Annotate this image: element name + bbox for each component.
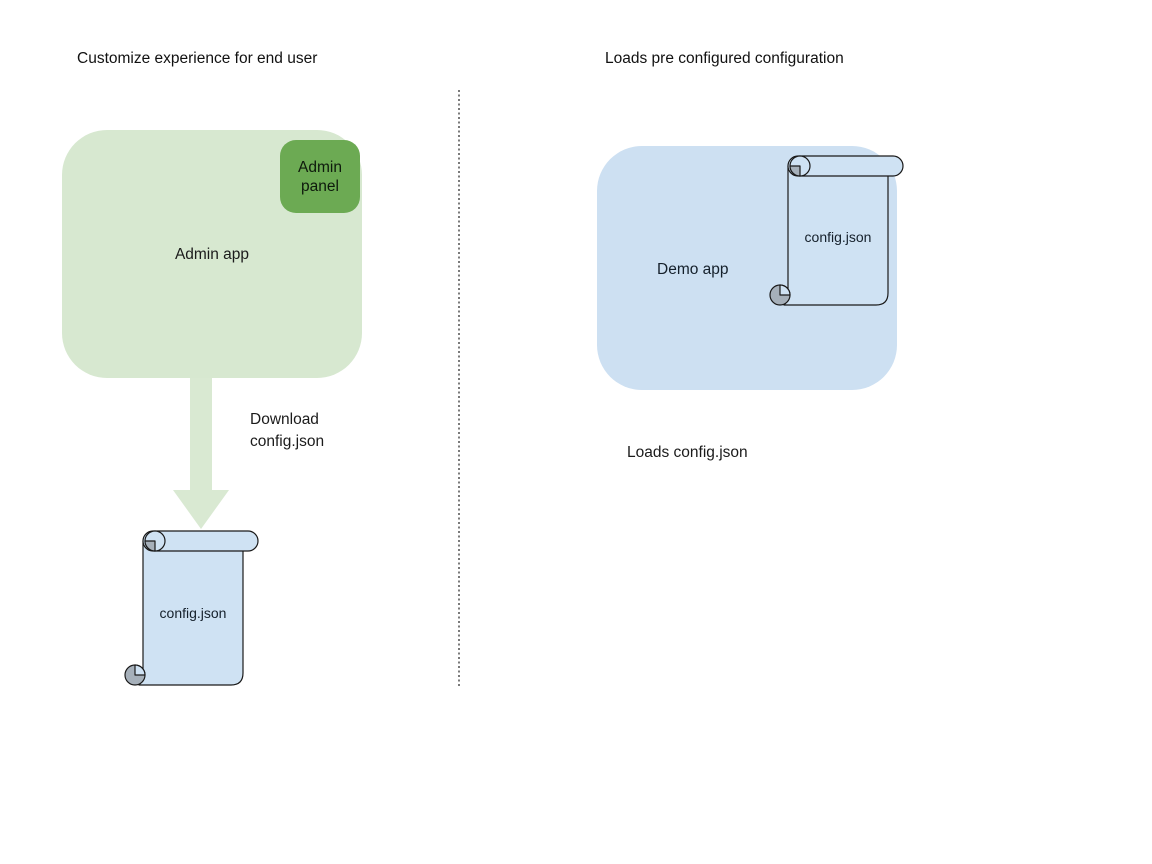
admin-app-box: Admin app Admin panel: [62, 130, 362, 378]
download-arrow-shape: [173, 378, 229, 529]
section-divider: [458, 90, 460, 686]
scroll-top-curl-inner: [789, 165, 801, 177]
admin-panel-box: Admin panel: [280, 140, 360, 213]
config-json-label-right: config.json: [804, 229, 872, 245]
left-section-title: Customize experience for end user: [77, 50, 318, 67]
scroll-bottom-curl-inner: [134, 664, 146, 676]
right-section-title: Loads pre configured configuration: [605, 50, 844, 67]
scroll-top-roll: [142, 530, 259, 552]
loads-config-caption: Loads config.json: [627, 444, 748, 461]
config-json-scroll-left: config.json: [124, 530, 259, 686]
download-arrow-icon: [173, 378, 229, 529]
scroll-document-icon: [124, 530, 259, 686]
download-arrow-label: Download config.json: [250, 411, 325, 450]
scroll-bottom-curl-inner: [779, 284, 791, 296]
demo-app-label: Demo app: [657, 261, 729, 278]
scroll-document-icon: [769, 155, 904, 306]
config-json-scroll-right: config.json: [769, 155, 904, 306]
admin-app-label: Admin app: [174, 246, 250, 263]
admin-panel-label: Admin panel: [298, 158, 342, 195]
scroll-top-curl-inner: [144, 540, 156, 552]
config-json-label-left: config.json: [159, 605, 227, 621]
scroll-top-roll: [787, 155, 904, 177]
